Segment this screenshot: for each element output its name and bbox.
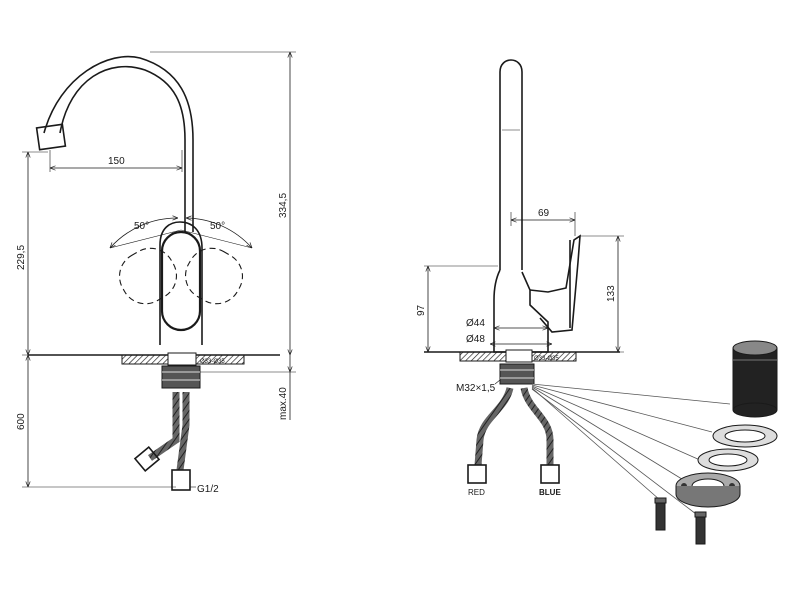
body-height-label: 97 xyxy=(416,304,427,316)
overall-height-label: 334,5 xyxy=(278,193,289,218)
part-washer-metal xyxy=(697,448,759,472)
hose-end-right xyxy=(171,469,191,491)
part-mounting-plate xyxy=(675,472,741,508)
part-stud-right xyxy=(694,511,707,545)
lever-front xyxy=(160,230,202,332)
hose-right xyxy=(176,392,190,471)
angle-left-label: 50° xyxy=(134,221,149,232)
side-lever xyxy=(529,234,581,333)
part-stud-left xyxy=(654,497,667,531)
front-view: 50° 50° Ø33-Ø35 G1/2 150 229,5 600 xyxy=(16,51,296,495)
side-hole-label: Ø33-Ø35 xyxy=(534,356,559,362)
mount-thread-label: M32×1,5 xyxy=(456,383,496,394)
thread-label: G1/2 xyxy=(197,484,219,495)
lever-rotated-left xyxy=(118,247,178,305)
reach-label: 150 xyxy=(108,156,125,167)
front-hole-label: Ø33-Ø35 xyxy=(200,359,225,365)
lever-height-label: 133 xyxy=(606,285,617,302)
dia-body-label: Ø44 xyxy=(466,318,485,329)
part-washer-rubber xyxy=(712,424,778,448)
hose-end-left xyxy=(133,445,161,473)
spout-tip xyxy=(35,123,67,151)
spout-height-label: 229,5 xyxy=(16,245,27,270)
hose-red-label: RED xyxy=(468,488,485,497)
exploded-parts xyxy=(531,340,778,545)
side-mount-nut xyxy=(499,363,535,385)
angle-right-label: 50° xyxy=(210,221,225,232)
hose-length-label: 600 xyxy=(16,413,27,430)
hose-blue-label: BLUE xyxy=(539,488,561,497)
dia-base-label: Ø48 xyxy=(466,334,485,345)
hose-end-red xyxy=(467,464,487,484)
angle-arc-right xyxy=(186,218,252,248)
part-nut-cylinder xyxy=(732,340,778,418)
hose-end-blue xyxy=(540,464,560,484)
lever-reach-label: 69 xyxy=(538,208,550,219)
spout-outline xyxy=(43,55,194,232)
hose-left xyxy=(148,392,180,461)
mount-nut xyxy=(161,365,201,389)
lever-rotated-right xyxy=(184,247,244,305)
side-hose-red xyxy=(474,386,514,466)
angle-arc-left xyxy=(110,218,178,248)
side-spout xyxy=(499,59,523,270)
deck-thickness-label: max.40 xyxy=(278,387,289,420)
side-view: Ø33-Ø35 M32×1,5 RED BLUE 69 97 133 Ø44 xyxy=(416,59,624,497)
side-body xyxy=(493,269,549,353)
side-hose-blue xyxy=(520,387,554,465)
